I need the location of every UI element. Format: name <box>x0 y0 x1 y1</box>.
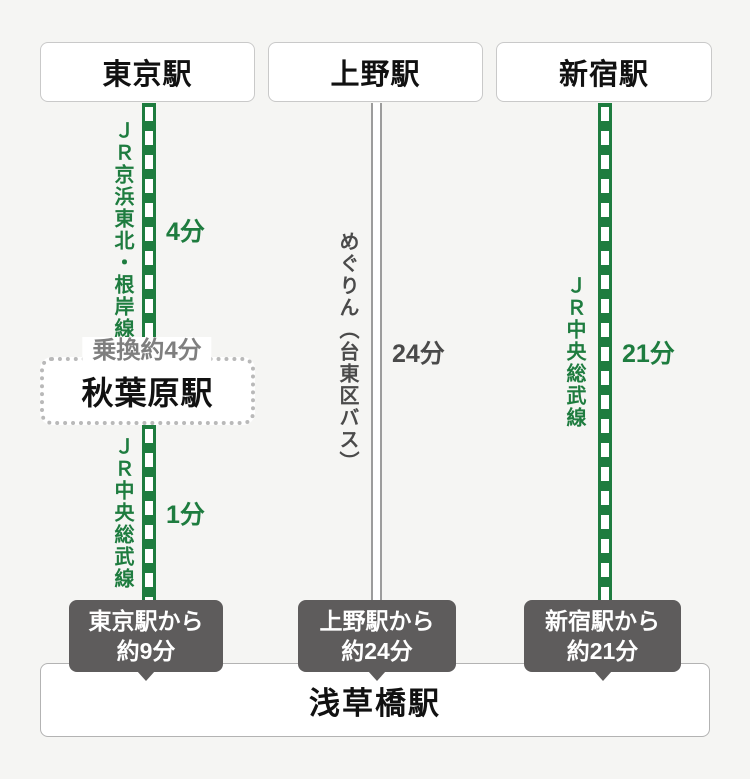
total-time-callout-shinjuku: 新宿駅から 約21分 <box>524 600 681 672</box>
station-box-tokyo: 東京駅 <box>40 42 255 102</box>
duration-text: 4分 <box>166 218 205 246</box>
callout-line1: 新宿駅から <box>545 607 660 634</box>
station-label-ueno: 上野駅 <box>330 59 421 91</box>
destination-station-label: 浅草橋駅 <box>309 685 441 721</box>
line-name-shinjuku: ＪＲ中央総武線 <box>552 103 596 600</box>
duration-ueno: 24分 <box>392 103 472 600</box>
duration-tokyo-leg2: 1分 <box>166 425 236 600</box>
megurin-bus-line-segment <box>371 103 382 665</box>
station-box-ueno: 上野駅 <box>268 42 483 102</box>
duration-shinjuku: 21分 <box>622 103 702 600</box>
callout-line2: 約21分 <box>566 638 639 664</box>
duration-text: 1分 <box>166 500 205 529</box>
line-name-text: ＪＲ京浜東北・根岸線 <box>111 120 133 340</box>
line-name-tokyo-leg2: ＪＲ中央総武線 <box>100 425 144 600</box>
callout-line2: 約24分 <box>341 638 413 664</box>
jr-chuo-sobu-line-segment-shinjuku <box>598 103 612 665</box>
line-name-tokyo-leg1: ＪＲ京浜東北・根岸線 <box>100 103 144 357</box>
line-name-text: ＪＲ中央総武線 <box>563 274 585 429</box>
line-name-text: めぐりん（台東区バス） <box>336 230 358 473</box>
duration-tokyo-leg1: 4分 <box>166 103 236 357</box>
station-label-shinjuku: 新宿駅 <box>558 59 649 91</box>
total-time-callout-ueno: 上野駅から 約24分 <box>298 600 456 672</box>
duration-text: 24分 <box>392 339 445 368</box>
callout-line1: 東京駅から <box>88 607 204 634</box>
transfer-duration-label: 乗換約4分 <box>82 337 212 365</box>
total-time-callout-tokyo: 東京駅から 約9分 <box>69 600 223 672</box>
line-name-text: ＪＲ中央総武線 <box>111 435 133 590</box>
callout-line2: 約9分 <box>116 638 176 664</box>
station-box-shinjuku: 新宿駅 <box>496 42 712 102</box>
transfer-station-box-akihabara: 秋葉原駅 <box>40 357 255 425</box>
station-label-tokyo: 東京駅 <box>102 59 193 91</box>
transfer-station-label: 秋葉原駅 <box>81 375 214 411</box>
jr-keihin-tohoku-line-segment <box>142 103 156 357</box>
line-name-ueno: めぐりん（台東区バス） <box>325 103 369 600</box>
callout-line1: 上野駅から <box>319 607 435 634</box>
duration-text: 21分 <box>622 339 675 368</box>
